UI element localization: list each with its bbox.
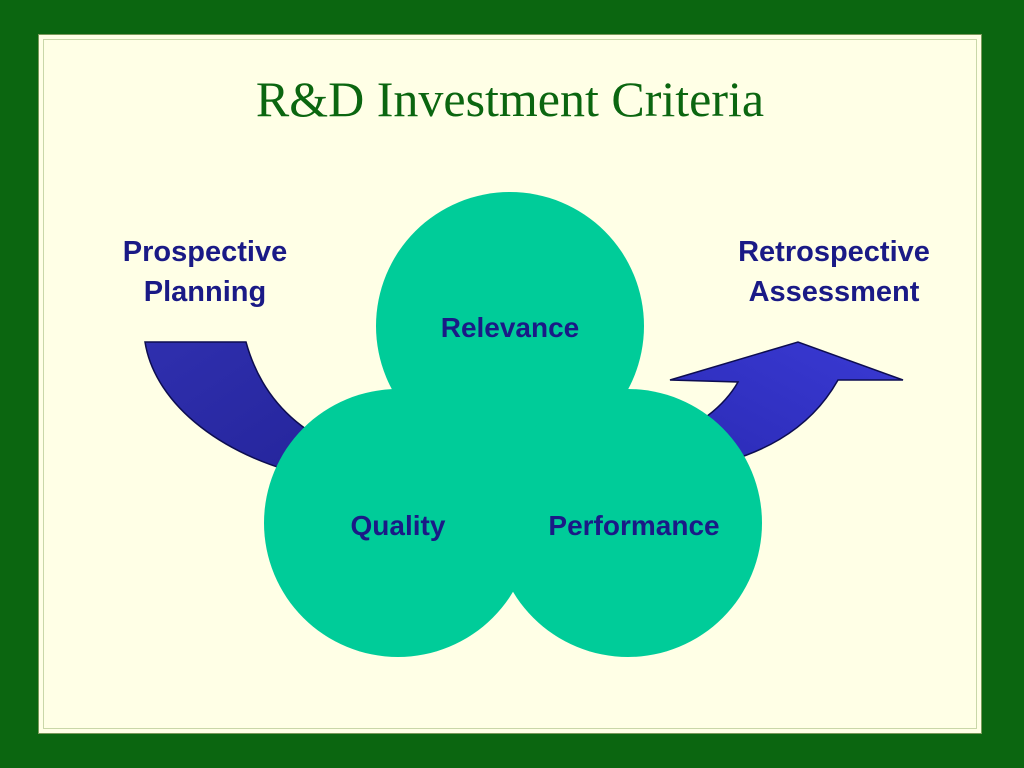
slide-title: R&D Investment Criteria [255, 71, 765, 127]
quality-circle [264, 389, 532, 657]
prospective-planning-label: Prospective Planning [90, 232, 320, 312]
left-label-line-2: Planning [143, 276, 267, 308]
quality-label: Quality [351, 510, 446, 541]
left-label-line-1: Prospective [122, 236, 288, 268]
slide-panel: R&D Investment Criteria Prospective Plan… [38, 34, 982, 734]
relevance-circle [376, 192, 644, 460]
relevance-label: Relevance [441, 312, 580, 343]
right-label-line-2: Assessment [748, 276, 920, 308]
performance-label: Performance [548, 510, 719, 541]
performance-circle [494, 389, 762, 657]
retrospective-assessment-label: Retrospective Assessment [706, 232, 962, 312]
right-label-line-1: Retrospective [738, 236, 930, 268]
